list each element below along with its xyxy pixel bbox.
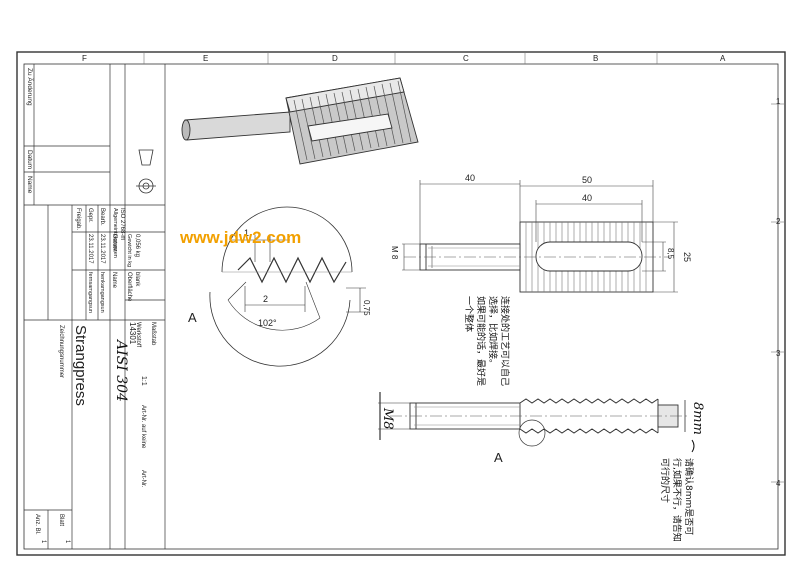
detail-a-label: A xyxy=(188,310,197,325)
detail-a xyxy=(209,206,366,367)
dim-102-angle: 102° xyxy=(258,318,277,328)
side-view xyxy=(378,392,690,447)
drawing-title: Strangpress xyxy=(72,325,89,406)
inner-frame xyxy=(23,63,779,550)
col-label-e: E xyxy=(203,54,208,63)
dim-8-5-slot: 8,5 xyxy=(666,248,675,260)
blatt-label: Blatt xyxy=(58,514,64,526)
note-right-line-2: 行,如果不行，请告知 xyxy=(671,458,683,542)
gepr-role: Gepr. xyxy=(87,208,93,223)
note-left-line-4: 一个整体 xyxy=(463,296,475,332)
row-label-2: 2 xyxy=(776,217,781,226)
front-view xyxy=(404,221,670,293)
art-label: Art-Nr. auf keine xyxy=(140,405,146,449)
weight-value: 0,056 kg xyxy=(134,234,140,257)
datum-col: Datum xyxy=(111,234,117,252)
note-right-line-3: 可行的尺寸 xyxy=(659,458,671,503)
title-block xyxy=(24,64,166,549)
note-left-line-1: 连接处的工艺可以自己 xyxy=(499,296,511,386)
col-label-c: C xyxy=(463,54,469,63)
dim-40-shaft: 40 xyxy=(465,173,475,183)
dim-40-slot: 40 xyxy=(582,193,592,203)
m8-handwritten: M8 xyxy=(380,407,395,430)
note-left-line-3: 如果可能的话，最好是 xyxy=(475,296,487,386)
col-label-a: A xyxy=(720,54,726,63)
material-label: Werkstoff xyxy=(135,322,141,347)
freigab-role: Freigab. xyxy=(75,208,81,230)
note-left-line-2: 选择，比如焊接。 xyxy=(487,296,499,368)
view-a-label: A xyxy=(494,450,503,465)
col-label-d: D xyxy=(332,54,338,63)
material-handwritten: AISI 304 xyxy=(113,338,129,402)
zone-markers xyxy=(143,52,785,483)
dim-m8: M 8 xyxy=(390,246,399,260)
dim-0-75-depth: 0,75 xyxy=(362,300,371,316)
iso-std: ISO 2768-m xyxy=(119,208,125,240)
anz-value: 1 xyxy=(40,540,46,544)
blatt-value: 1 xyxy=(64,540,70,544)
dim-2-width: 2 xyxy=(263,294,268,304)
dim-50-body: 50 xyxy=(582,175,592,185)
bearb-role: Bearb. xyxy=(99,208,105,226)
anz-label: Anz. Bl. xyxy=(34,514,40,535)
name-label: Name xyxy=(26,176,33,194)
name-col: Name xyxy=(111,272,117,289)
front-dimensions xyxy=(402,180,678,293)
col-label-f: F xyxy=(82,54,87,63)
datum-label: Datum xyxy=(26,150,33,169)
general-tol: Allgemeintoleranzen xyxy=(112,208,118,258)
bearb-date: 23.11.2017 xyxy=(99,234,105,264)
outer-frame xyxy=(16,51,786,556)
massstab-value: 1:1 xyxy=(140,376,147,386)
8mm-handwritten: 8mm xyxy=(690,402,705,435)
dim-1-pitch: 1 xyxy=(244,228,249,238)
watermark: www.jdw2.com xyxy=(179,228,301,247)
rev-header: Zu Änderung xyxy=(26,68,34,106)
gepr-date: 23.11.2017 xyxy=(87,234,93,264)
zeichnungsnummer-label: Zeichnungsnummer xyxy=(58,325,64,378)
surface-value: blank xyxy=(134,272,140,287)
row-label-4: 4 xyxy=(776,479,781,488)
note-right-line-1: 请确认8mm是否可 xyxy=(683,458,695,535)
massstab-label: Maßstab xyxy=(150,322,156,346)
col-label-b: B xyxy=(593,54,598,63)
bearb-name: henkamgangsun xyxy=(99,272,105,313)
row-label-3: 3 xyxy=(776,349,781,358)
iso-view xyxy=(181,77,419,165)
dim-25-height: 25 xyxy=(682,252,692,262)
material-number: 14301 xyxy=(128,322,137,345)
projection-symbol xyxy=(136,149,156,194)
row-label-1: 1 xyxy=(776,97,781,106)
weight-label: Gewicht in kg xyxy=(126,234,132,267)
gepr-name: fernsamgangsun xyxy=(87,272,93,313)
note-arrow-icon xyxy=(691,439,695,453)
surface-label: Oberfläche xyxy=(126,272,132,302)
art-short: Art-Nr. xyxy=(140,470,146,488)
